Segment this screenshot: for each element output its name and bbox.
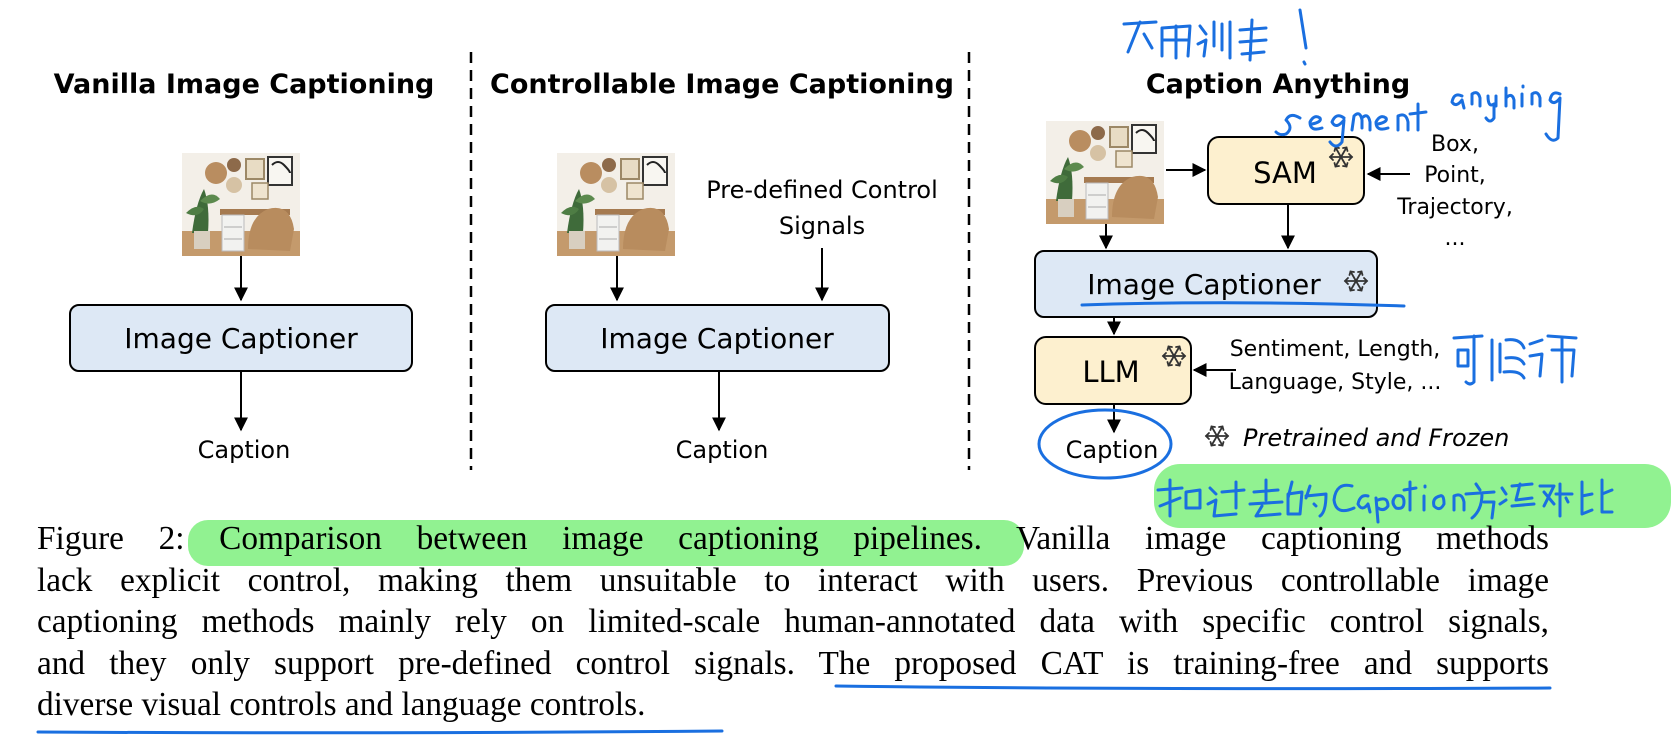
caption-highlight (188, 520, 1024, 566)
sam-label: SAM (1253, 156, 1317, 190)
figure-caption: Figure 2: Comparison between image capti… (37, 518, 1549, 726)
input-image (556, 152, 676, 257)
caption-line-2: lack explicit control, making them unsui… (37, 561, 1549, 599)
image-captioner-box (545, 304, 890, 372)
caption-line-1: Figure 2: Comparison between image capti… (37, 520, 1549, 557)
input-image (181, 152, 301, 257)
panel-caption-anything: Caption Anything SAM Box, Point, Traject… (1034, 69, 1513, 464)
caption-circle (1037, 408, 1173, 480)
image-captioner-label: Image Captioner (1087, 268, 1321, 301)
control-signals-label-2: Signals (779, 212, 865, 240)
panel-title: Controllable Image Captioning (490, 69, 954, 100)
note-highlight (1154, 464, 1671, 528)
caption-underline-1 (834, 684, 1552, 691)
visual-control-point: Point, (1424, 163, 1486, 188)
frozen-legend-label: Pretrained and Frozen (1243, 424, 1509, 452)
caption-line-5: diverse visual controls and language con… (37, 686, 646, 723)
note-segment-anything (1274, 84, 1562, 148)
caption-output: Caption (1066, 436, 1159, 464)
visual-control-more: ... (1445, 226, 1466, 251)
panel-vanilla: Vanilla Image Captioning Image Captioner… (54, 69, 435, 464)
captioner-underline (1080, 301, 1406, 308)
panel-controllable: Controllable Image Captioning Pre-define… (490, 69, 954, 464)
sam-box (1207, 136, 1365, 205)
ink-annotations (36, 8, 1614, 735)
panel-title: Caption Anything (1146, 69, 1410, 100)
llm-label: LLM (1082, 355, 1139, 389)
note-compare-past (1156, 478, 1614, 524)
control-signals-label: Pre-defined Control (706, 176, 938, 204)
caption-output: Caption (676, 436, 769, 464)
panel-title: Vanilla Image Captioning (54, 69, 435, 100)
caption-line-4: and they only support pre-defined contro… (37, 644, 1549, 682)
image-captioner-label: Image Captioner (124, 322, 358, 355)
caption-line-3: captioning methods mainly rely on limite… (37, 603, 1549, 640)
language-controls-line1: Sentiment, Length, (1230, 337, 1441, 362)
note-no-training (1122, 8, 1308, 66)
frozen-legend-icon (1205, 425, 1229, 447)
image-captioner-label: Image Captioner (600, 322, 834, 355)
visual-control-box: Box, (1431, 132, 1479, 157)
note-modifiable (1452, 334, 1578, 386)
caption-output: Caption (198, 436, 291, 464)
visual-control-trajectory: Trajectory, (1396, 195, 1513, 220)
input-image (1045, 120, 1165, 225)
caption-underline-2 (36, 729, 724, 735)
image-captioner-box (1034, 250, 1378, 318)
language-controls-line2: Language, Style, ... (1229, 370, 1442, 395)
